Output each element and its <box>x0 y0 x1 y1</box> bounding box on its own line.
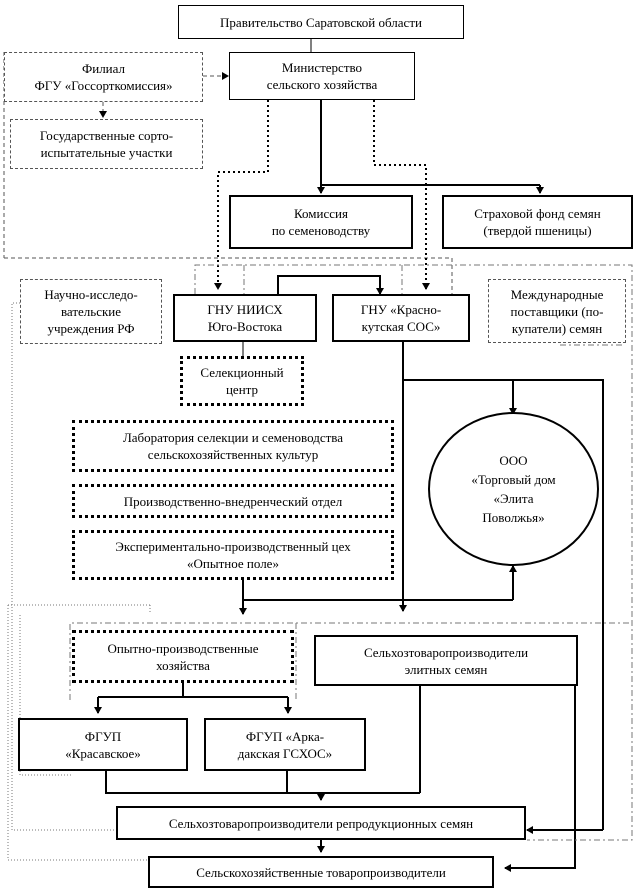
elite-producers-box: Сельхозтоваропроизводители элитных семян <box>314 635 578 686</box>
lab-box: Лаборатория селекции и семеноводства сел… <box>72 420 394 472</box>
gnu-krasnokut-box: ГНУ «Красно- кутская СОС» <box>332 294 470 342</box>
branch-box: Филиал ФГУ «Госсорткомиссия» <box>4 52 203 102</box>
government-box: Правительство Саратовской области <box>178 5 464 39</box>
experimental-farms-box: Опытно-производственные хозяйства <box>72 630 294 683</box>
fgup-krasavskoe-box: ФГУП «Красавское» <box>18 718 188 771</box>
fgup-arkadak-box: ФГУП «Арка- дакская ГСХОС» <box>204 718 366 771</box>
agri-producers-box: Сельскохозяйственные товаропроизводители <box>148 856 494 888</box>
gnu-niish-box: ГНУ НИИСХ Юго-Востока <box>173 294 317 342</box>
variety-plots-box: Государственные сорто- испытательные уча… <box>10 119 203 169</box>
international-suppliers-box: Международные поставщики (по- купатели) … <box>488 279 626 343</box>
insurance-fund-box: Страховой фонд семян (твердой пшеницы) <box>442 195 633 249</box>
trade-house-oval: ООО «Торговый дом «Элита Поволжья» <box>428 412 599 566</box>
repro-producers-box: Сельхозтоваропроизводители репродукционн… <box>116 806 526 840</box>
production-dept-box: Производственно-внедренческий отдел <box>72 484 394 518</box>
experimental-shop-box: Экспериментально-производственный цех «О… <box>72 530 394 580</box>
commission-box: Комиссия по семеноводству <box>229 195 413 249</box>
selection-center-box: Селекционный центр <box>180 356 304 406</box>
ministry-box: Министерство сельского хозяйства <box>229 52 415 100</box>
research-institutions-box: Научно-исследо- вательские учреждения РФ <box>20 279 162 344</box>
